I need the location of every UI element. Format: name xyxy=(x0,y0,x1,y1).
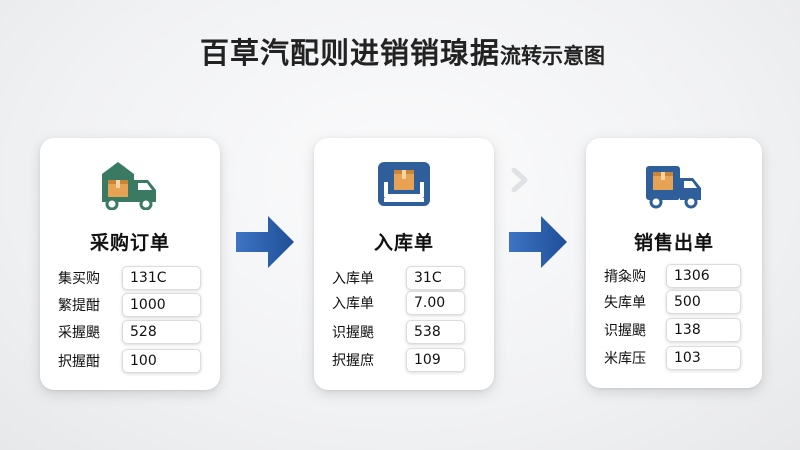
list-item: 入库单 31C xyxy=(332,266,465,290)
row-label: 択握庶 xyxy=(332,353,374,369)
list-item: 揹粂购 1306 xyxy=(604,264,741,288)
row-label: 択握酣 xyxy=(58,354,100,370)
row-value: 7.00 xyxy=(406,291,465,315)
list-item: 集买购 131C xyxy=(58,266,201,290)
list-item: 采握颶 528 xyxy=(58,320,201,344)
title-main: 百草汽配则进销销瑔据 xyxy=(200,36,501,70)
row-label: 识握颶 xyxy=(604,323,646,339)
row-label: 入库单 xyxy=(332,271,374,287)
row-value: 538 xyxy=(406,320,465,344)
list-item: 米库压 103 xyxy=(604,346,741,370)
list-item: 识握颶 538 xyxy=(332,320,465,344)
row-label: 米库压 xyxy=(604,351,646,367)
row-label: 揹粂购 xyxy=(604,269,646,285)
card-title: 采购订单 xyxy=(89,232,170,254)
row-value: 138 xyxy=(666,318,741,342)
page-title: 百草汽配则进销销瑔据流转示意图 xyxy=(200,30,605,72)
card-title: 销售出单 xyxy=(633,232,714,254)
row-label: 繁提酣 xyxy=(58,298,100,314)
row-value: 1000 xyxy=(122,293,201,317)
warehouse-receipt-card: 入库单 入库单 31C 入库单 7.00 识握颶 538 択握庶 109 xyxy=(314,138,494,390)
row-label: 识握颶 xyxy=(332,325,374,341)
row-value: 103 xyxy=(666,346,741,370)
warehouse-box-icon xyxy=(374,158,434,214)
row-label: 失库单 xyxy=(604,295,646,311)
row-value: 500 xyxy=(666,290,741,314)
row-label: 入库单 xyxy=(332,296,374,312)
sales-order-card: 销售出单 揹粂购 1306 失库单 500 识握颶 138 米库压 103 xyxy=(586,138,762,388)
row-value: 131C xyxy=(122,266,201,290)
list-item: 繁提酣 1000 xyxy=(58,293,201,317)
card-title: 入库单 xyxy=(373,232,434,254)
row-value: 528 xyxy=(122,320,201,344)
flow-arrow-icon xyxy=(507,214,569,274)
row-label: 采握颶 xyxy=(58,325,100,341)
row-value: 1306 xyxy=(666,264,741,288)
chevron-right-icon xyxy=(510,167,530,196)
title-suffix: 流转示意图 xyxy=(500,44,606,68)
flow-arrow-icon xyxy=(234,214,296,274)
row-label: 集买购 xyxy=(58,271,100,287)
list-item: 识握颶 138 xyxy=(604,318,741,342)
list-item: 失库单 500 xyxy=(604,290,741,314)
list-item: 入库单 7.00 xyxy=(332,291,465,315)
list-item: 択握庶 109 xyxy=(332,348,465,372)
purchase-order-card: 采购订单 集买购 131C 繁提酣 1000 采握颶 528 択握酣 100 xyxy=(40,138,220,390)
list-item: 択握酣 100 xyxy=(58,349,201,373)
green-delivery-truck-icon xyxy=(98,158,162,214)
row-value: 109 xyxy=(406,348,465,372)
row-value: 31C xyxy=(406,266,465,290)
row-value: 100 xyxy=(122,349,201,373)
blue-delivery-truck-icon xyxy=(642,158,706,214)
